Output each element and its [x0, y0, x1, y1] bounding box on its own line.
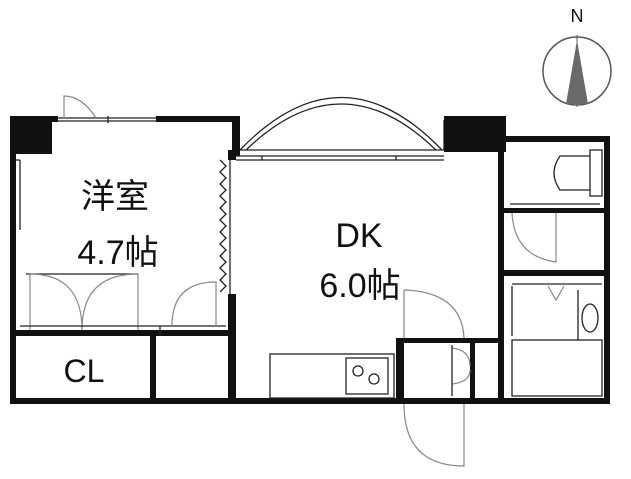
bay-window [237, 97, 445, 151]
compass-needle [566, 40, 588, 104]
storage-doors [16, 159, 226, 336]
partition-door [219, 159, 231, 294]
kitchen-counter [269, 353, 395, 399]
western-window [58, 95, 156, 123]
compass: N [542, 6, 612, 107]
columns [10, 116, 506, 154]
western-room-name: 洋室 [81, 178, 149, 216]
western-room-size: 4.7帖 [77, 234, 158, 272]
dk-room-size: 6.0帖 [319, 267, 400, 305]
closet-label: CL [64, 353, 105, 389]
dk-room-name: DK [335, 217, 383, 255]
bathroom [511, 283, 603, 397]
interior-walls [16, 142, 604, 404]
entrance [403, 289, 471, 467]
compass-north-label: N [571, 6, 584, 26]
toilet-room [510, 149, 603, 263]
